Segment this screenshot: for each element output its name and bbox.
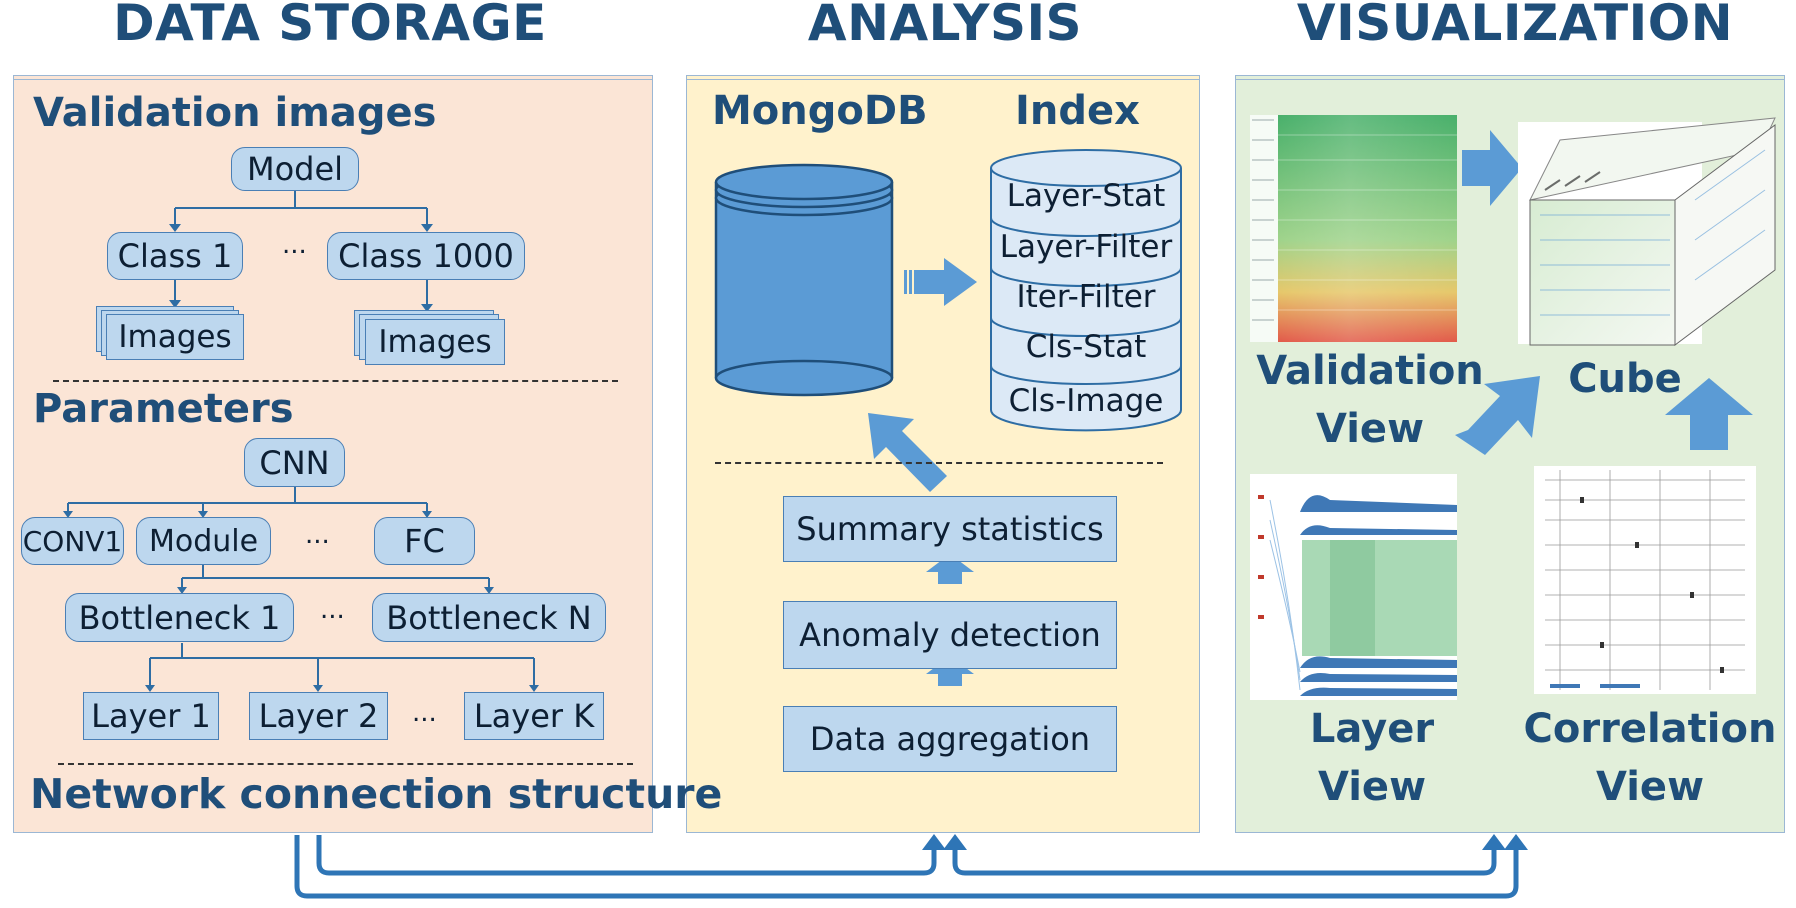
layer-view-thumbnail: [1250, 474, 1457, 700]
layer-view-text: Layer View: [1309, 706, 1435, 810]
mongodb-title: MongoDB: [712, 88, 928, 134]
model-node: Model: [231, 147, 359, 191]
pipeline-arrows: [926, 554, 974, 686]
index-item-cls-stat: Cls-Stat: [1025, 329, 1147, 365]
layer-to-cube-arrow: [1455, 376, 1540, 455]
correlation-to-cube-arrow: [1665, 378, 1753, 450]
validation-view-thumbnail: [1250, 115, 1457, 342]
images-stack-left: Images: [96, 306, 246, 362]
validation-to-cube-arrow: [1462, 130, 1522, 206]
bottom-connector-arrowheads: [922, 834, 1528, 850]
summary-statistics-box: Summary statistics: [783, 496, 1117, 562]
class-ellipsis: ...: [282, 230, 307, 260]
cnn-node: CNN: [244, 438, 345, 487]
summary-to-mongodb-arrow: [868, 413, 947, 492]
correlation-view-thumbnail: [1534, 466, 1756, 694]
mongodb-to-index-arrow: [904, 258, 977, 306]
parameters-title: Parameters: [33, 386, 294, 432]
images-label-left: Images: [106, 314, 244, 360]
index-item-layer-stat: Layer-Stat: [1006, 178, 1166, 214]
parameters-tree-lines: [67, 487, 535, 686]
images-stack-right: Images: [354, 310, 508, 368]
index-item-iter-filter: Iter-Filter: [1016, 279, 1156, 315]
validation-images-title: Validation images: [33, 90, 437, 136]
index-item-layer-filter: Layer-Filter: [999, 229, 1173, 265]
cube-label: Cube: [1568, 356, 1682, 402]
header-data-storage: DATA STORAGE: [113, 0, 547, 52]
validation-tree-lines: [174, 190, 428, 306]
index-item-cls-image: Cls-Image: [1008, 383, 1164, 419]
storage-divider-1: [53, 380, 618, 382]
parameters-tree-arrowheads: [63, 511, 539, 692]
bottleneck-ellipsis: ...: [320, 595, 345, 625]
analysis-divider: [715, 462, 1163, 464]
header-analysis: ANALYSIS: [807, 0, 1083, 52]
anomaly-detection-box: Anomaly detection: [783, 601, 1117, 669]
layerK-node: Layer K: [464, 692, 604, 740]
layer1-node: Layer 1: [83, 692, 219, 740]
images-label-right: Images: [365, 319, 505, 365]
layer-view-label: Layer View: [1262, 700, 1482, 816]
index-title: Index: [1015, 88, 1140, 134]
bottom-connectors: [294, 835, 1519, 899]
network-connection-title: Network connection structure: [30, 770, 723, 818]
index-disk-stack: [990, 149, 1182, 432]
module-ellipsis: ...: [305, 520, 330, 550]
cube-thumbnail: [1518, 117, 1776, 346]
layer2-node: Layer 2: [249, 692, 388, 740]
header-visualization: VISUALIZATION: [1296, 0, 1734, 52]
storage-divider-2: [58, 763, 633, 765]
validation-tree-arrowheads: [169, 224, 433, 312]
fc-node: FC: [374, 517, 475, 565]
bottleneck1-node: Bottleneck 1: [65, 593, 294, 642]
correlation-view-label: Correlation View: [1520, 700, 1780, 816]
class1-node: Class 1: [107, 232, 243, 280]
mongodb-cylinder: [714, 163, 894, 397]
validation-view-label: Validation View: [1255, 342, 1485, 458]
correlation-view-text: Correlation View: [1523, 706, 1777, 810]
conv1-node: CONV1: [21, 517, 124, 565]
layer-ellipsis: ...: [412, 698, 437, 728]
bottleneckN-node: Bottleneck N: [372, 593, 606, 642]
data-aggregation-box: Data aggregation: [783, 706, 1117, 772]
class1000-node: Class 1000: [327, 232, 525, 280]
module-node: Module: [136, 517, 271, 565]
validation-view-text: Validation View: [1256, 348, 1484, 452]
